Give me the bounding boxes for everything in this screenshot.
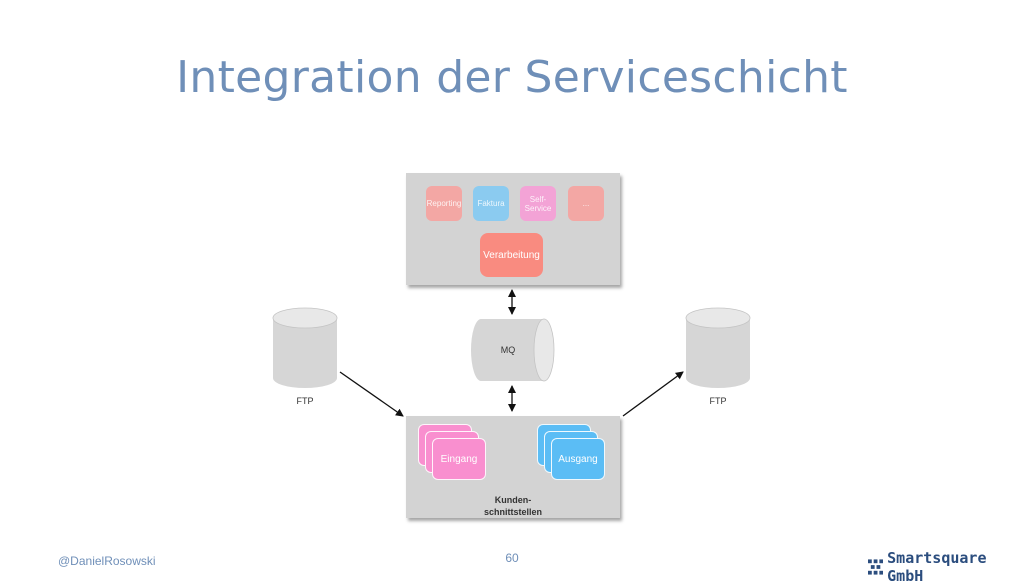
service-label-self-service: Self- Service: [524, 194, 552, 213]
service-tile-faktura: Faktura: [473, 186, 509, 221]
arrow-customer-ftp-right: [622, 371, 684, 417]
service-layer-box: Reporting Faktura Self- Service ... Vera…: [406, 173, 620, 285]
ftp-right-label: FTP: [709, 396, 727, 406]
customer-interface-box: Eingang Ausgang Kunden- schnittstellen: [406, 416, 620, 518]
slide-title: Integration der Serviceschicht: [176, 52, 848, 103]
customer-interface-label: Kunden- schnittstellen: [483, 495, 542, 517]
mq-label: MQ: [500, 345, 516, 355]
processing-label: Verarbeitung: [483, 249, 540, 261]
ftp-left-label: FTP: [296, 396, 314, 406]
inbound-label: Eingang: [440, 453, 478, 465]
arrow-ftp-left-customer: [339, 371, 404, 417]
ftp-right-cylinder: [685, 307, 751, 388]
outbound-card-front: Ausgang: [551, 438, 605, 480]
service-label-reporting: Reporting: [426, 199, 462, 208]
company-brand: Smartsquare GmbH: [868, 549, 1024, 585]
service-tile-self-service: Self- Service: [520, 186, 556, 221]
service-tile-reporting: Reporting: [426, 186, 462, 221]
outbound-label: Ausgang: [558, 453, 598, 465]
ftp-left-cylinder: [272, 307, 338, 388]
company-name: Smartsquare GmbH: [887, 549, 987, 585]
company-logo-icon: [868, 559, 884, 575]
service-label-faktura: Faktura: [477, 199, 505, 208]
processing-block: Verarbeitung: [480, 233, 543, 277]
inbound-card-front: Eingang: [432, 438, 486, 480]
author-handle: @DanielRosowski: [58, 554, 156, 568]
service-tile-more: ...: [568, 186, 604, 221]
page-number: 60: [505, 551, 519, 565]
service-label-more: ...: [582, 199, 590, 208]
